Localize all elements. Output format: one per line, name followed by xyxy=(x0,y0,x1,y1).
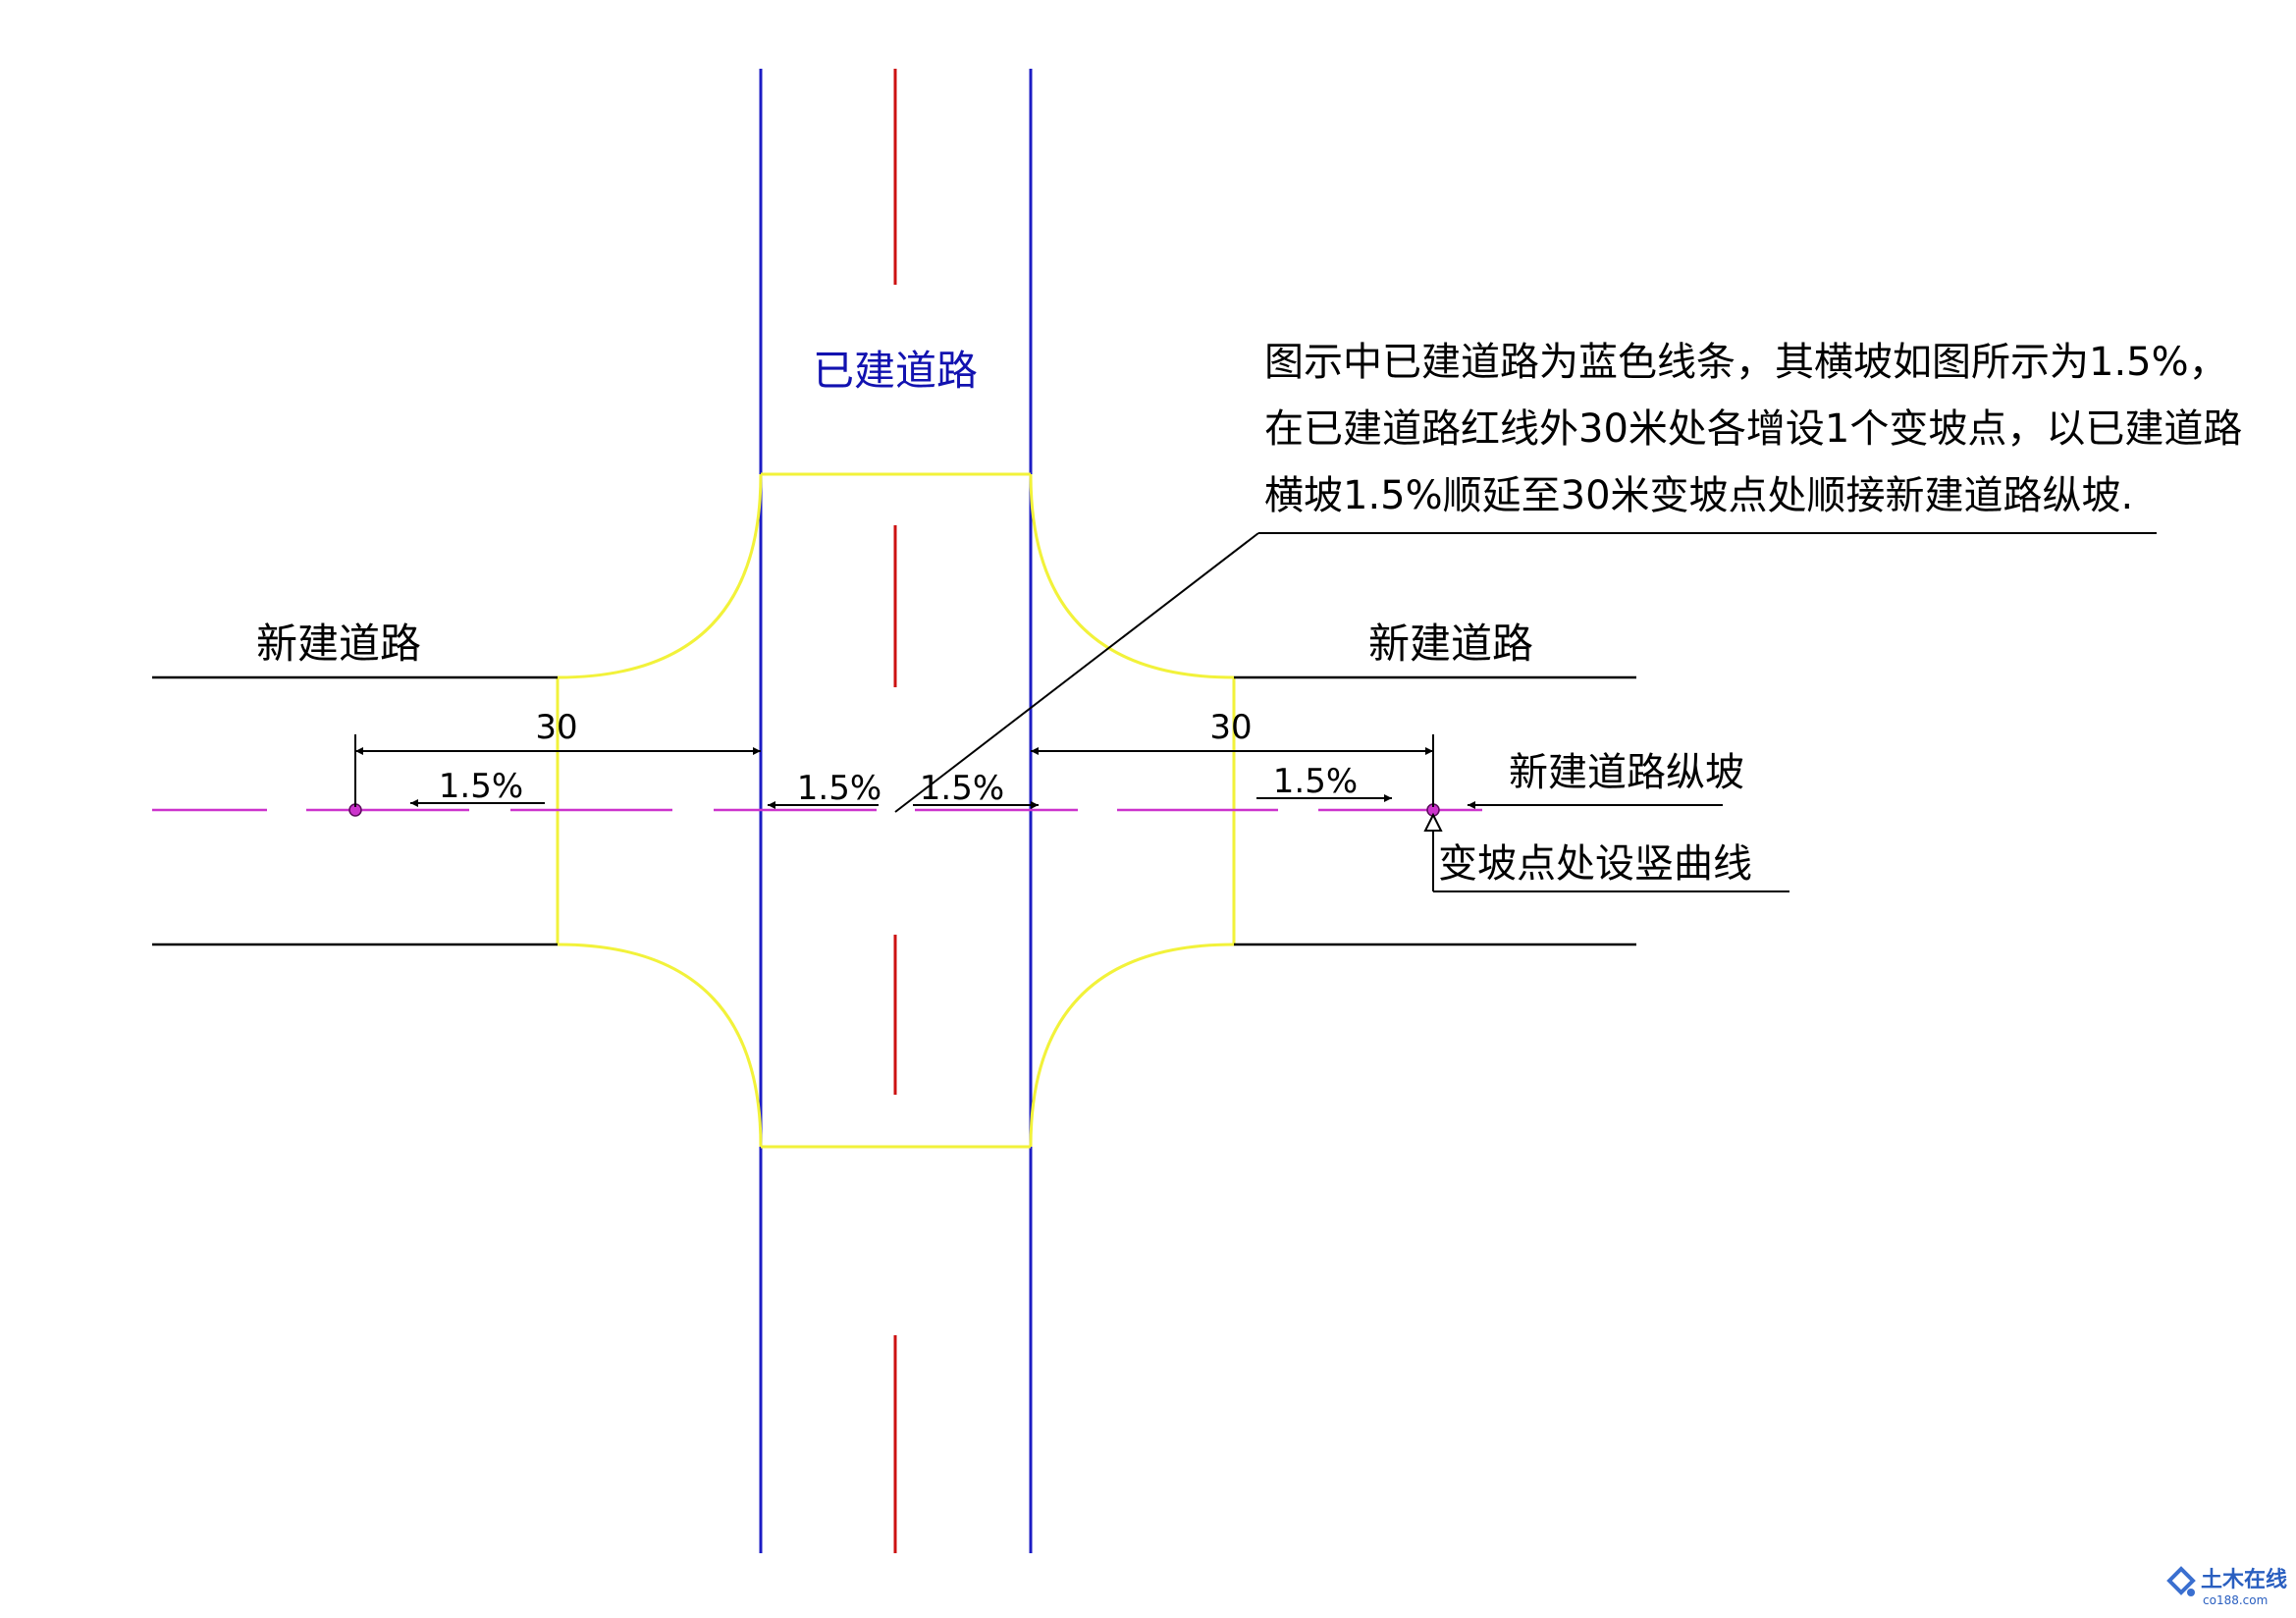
new-road-label-left: 新建道路 xyxy=(256,620,421,668)
note-line-1: 图示中已建道路为蓝色线条，其横坡如图所示为1.5%， xyxy=(1264,340,2228,385)
watermark-diamond-icon xyxy=(2166,1566,2196,1595)
left-dimension xyxy=(354,734,761,807)
watermark-brand: 土木在线 xyxy=(2201,1567,2287,1592)
note-leader-line xyxy=(894,532,1259,813)
longitudinal-slope-label: 新建道路纵坡 xyxy=(1509,750,1744,795)
watermark-domain: co188.com xyxy=(2203,1593,2268,1607)
new-road-label-right: 新建道路 xyxy=(1368,620,1533,668)
slope-label-right-outer: 1.5% xyxy=(1273,762,1358,801)
note-line-2: 在已建道路红线外30米处各增设1个变坡点，以已建道路 xyxy=(1264,406,2242,452)
watermark-logo: 土木在线 co188.com xyxy=(2166,1566,2287,1607)
slope-label-left-outer: 1.5% xyxy=(439,767,523,806)
right-dimension-value: 30 xyxy=(1209,708,1252,747)
right-dimension xyxy=(1031,734,1434,807)
left-dimension-value: 30 xyxy=(535,708,577,747)
existing-road-label: 已建道路 xyxy=(813,347,978,395)
note-line-3: 横坡1.5%顺延至30米变坡点处顺接新建道路纵坡. xyxy=(1264,473,2133,518)
vertical-curve-label: 变坡点处设竖曲线 xyxy=(1438,841,1752,887)
slope-label-center-left: 1.5% xyxy=(797,769,881,808)
slope-label-center-right: 1.5% xyxy=(920,769,1004,808)
vertical-curve-arrowhead xyxy=(1423,812,1443,832)
